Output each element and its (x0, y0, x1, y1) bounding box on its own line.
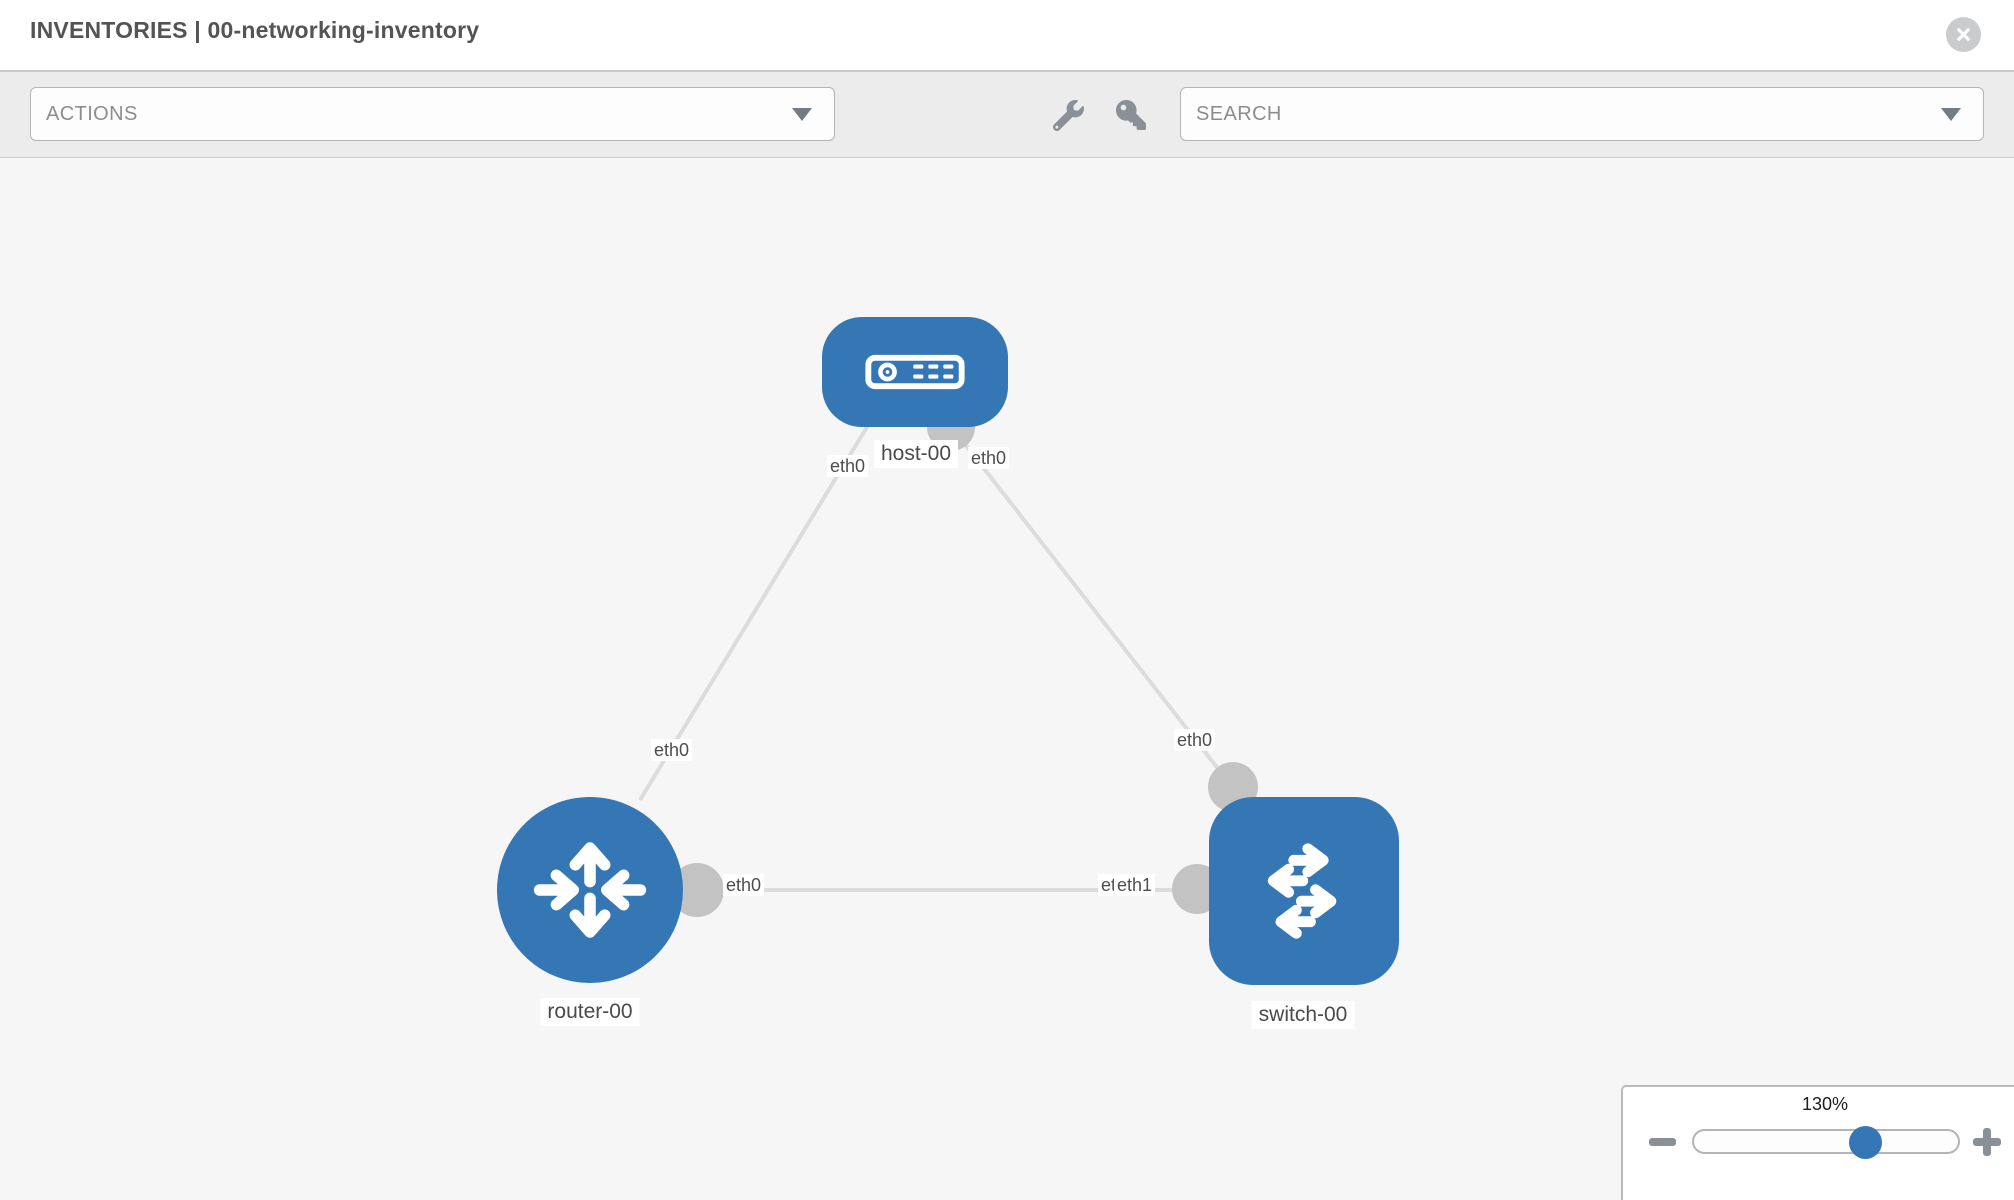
node-label-host-00: host-00 (873, 440, 959, 468)
interface-label-switch-eth0-uplink: eth0 (1174, 729, 1216, 751)
interface-label-host-eth0-left: eth0 (827, 455, 869, 477)
wrench-icon (1052, 100, 1084, 132)
close-icon (1956, 27, 1971, 42)
node-label-switch-00: switch-00 (1251, 1001, 1355, 1029)
title-bar: INVENTORIES | 00-networking-inventory (0, 0, 2014, 72)
link-host-switch[interactable] (948, 423, 1235, 790)
wrench-button[interactable] (1052, 100, 1084, 136)
key-button[interactable] (1116, 100, 1146, 135)
host-icon (865, 354, 965, 390)
interface-label-router-eth0: eth0 (723, 874, 765, 896)
actions-dropdown-label: ACTIONS (46, 102, 138, 125)
topology-canvas[interactable] (0, 158, 2014, 1200)
search-dropdown[interactable]: SEARCH (1180, 87, 1984, 141)
switch-icon (1267, 843, 1337, 939)
link-host-router[interactable] (638, 420, 872, 802)
node-host-00[interactable] (822, 317, 1008, 427)
interface-label-switch-eth1: eth1 (1114, 874, 1156, 896)
close-button[interactable] (1946, 17, 1981, 52)
interface-connector-router[interactable] (670, 863, 724, 917)
router-icon (533, 842, 647, 938)
actions-dropdown[interactable]: ACTIONS (30, 87, 835, 141)
chevron-down-icon (1941, 108, 1961, 121)
node-router-00[interactable] (497, 797, 683, 983)
node-switch-00[interactable] (1209, 797, 1399, 985)
page-title: INVENTORIES | 00-networking-inventory (30, 17, 480, 43)
search-dropdown-label: SEARCH (1196, 102, 1282, 125)
node-label-router-00: router-00 (540, 998, 640, 1026)
toolbar: ACTIONS SEARCH (0, 72, 2014, 158)
zoom-slider-track[interactable] (1692, 1129, 1960, 1154)
key-icon (1116, 100, 1146, 130)
zoom-level-value: 130% (1801, 1094, 1849, 1114)
interface-label-router-eth0-uplink: eth0 (651, 739, 693, 761)
minus-icon[interactable] (1649, 1138, 1676, 1146)
plus-icon-vbar (1983, 1128, 1991, 1156)
zoom-slider-handle[interactable] (1849, 1126, 1882, 1159)
chevron-down-icon (792, 108, 812, 121)
zoom-widget: 130% (1621, 1085, 2014, 1200)
interface-label-host-eth0-right: eth0 (968, 447, 1010, 469)
plus-icon[interactable] (1968, 1123, 2008, 1163)
